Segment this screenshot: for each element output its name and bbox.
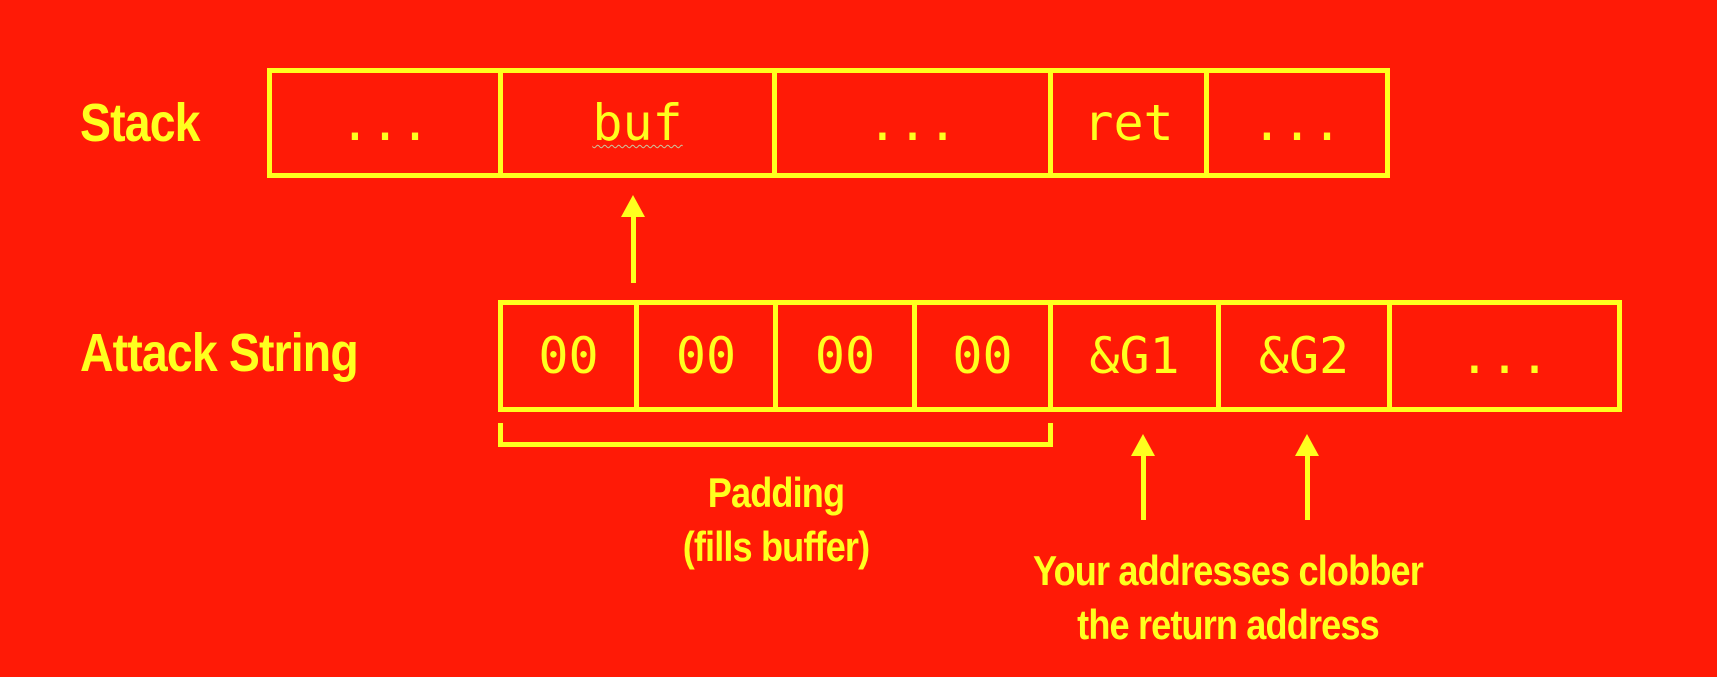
attack-cell-pad-1: 00 bbox=[498, 300, 639, 412]
attack-cell-pad-4: 00 bbox=[912, 300, 1053, 412]
attack-cell-g2: &G2 bbox=[1216, 300, 1392, 412]
padding-bracket bbox=[498, 423, 1053, 447]
padding-note-line2: (fills buffer) bbox=[682, 523, 870, 570]
addresses-note: Your addresses clobber the return addres… bbox=[1013, 544, 1443, 652]
arrow-up-icon bbox=[1131, 434, 1155, 456]
arrow-up-icon bbox=[1295, 434, 1319, 456]
attack-cell-ellipsis: ... bbox=[1387, 300, 1622, 412]
attack-cell-g1: &G1 bbox=[1048, 300, 1221, 412]
stack-label: Stack bbox=[80, 93, 200, 153]
attack-cell-pad-3: 00 bbox=[773, 300, 917, 412]
addresses-note-line1: Your addresses clobber bbox=[1033, 547, 1424, 594]
arrow-to-g1-line bbox=[1141, 454, 1146, 520]
attack-string-label: Attack String bbox=[80, 323, 359, 383]
stack-cell-ellipsis-3: ... bbox=[1204, 68, 1390, 178]
arrow-up-icon bbox=[621, 195, 645, 217]
padding-note: Padding (fills buffer) bbox=[604, 466, 948, 574]
attack-cell-pad-2: 00 bbox=[634, 300, 778, 412]
arrow-to-buf-line bbox=[631, 215, 636, 283]
stack-cell-ellipsis-2: ... bbox=[772, 68, 1053, 178]
stack-cell-buf: buf bbox=[498, 68, 777, 178]
addresses-note-line2: the return address bbox=[1077, 601, 1380, 648]
padding-note-line1: Padding bbox=[707, 469, 845, 516]
arrow-to-g2-line bbox=[1305, 454, 1310, 520]
stack-cell-ellipsis-1: ... bbox=[267, 68, 503, 178]
stack-cell-ret: ret bbox=[1048, 68, 1209, 178]
